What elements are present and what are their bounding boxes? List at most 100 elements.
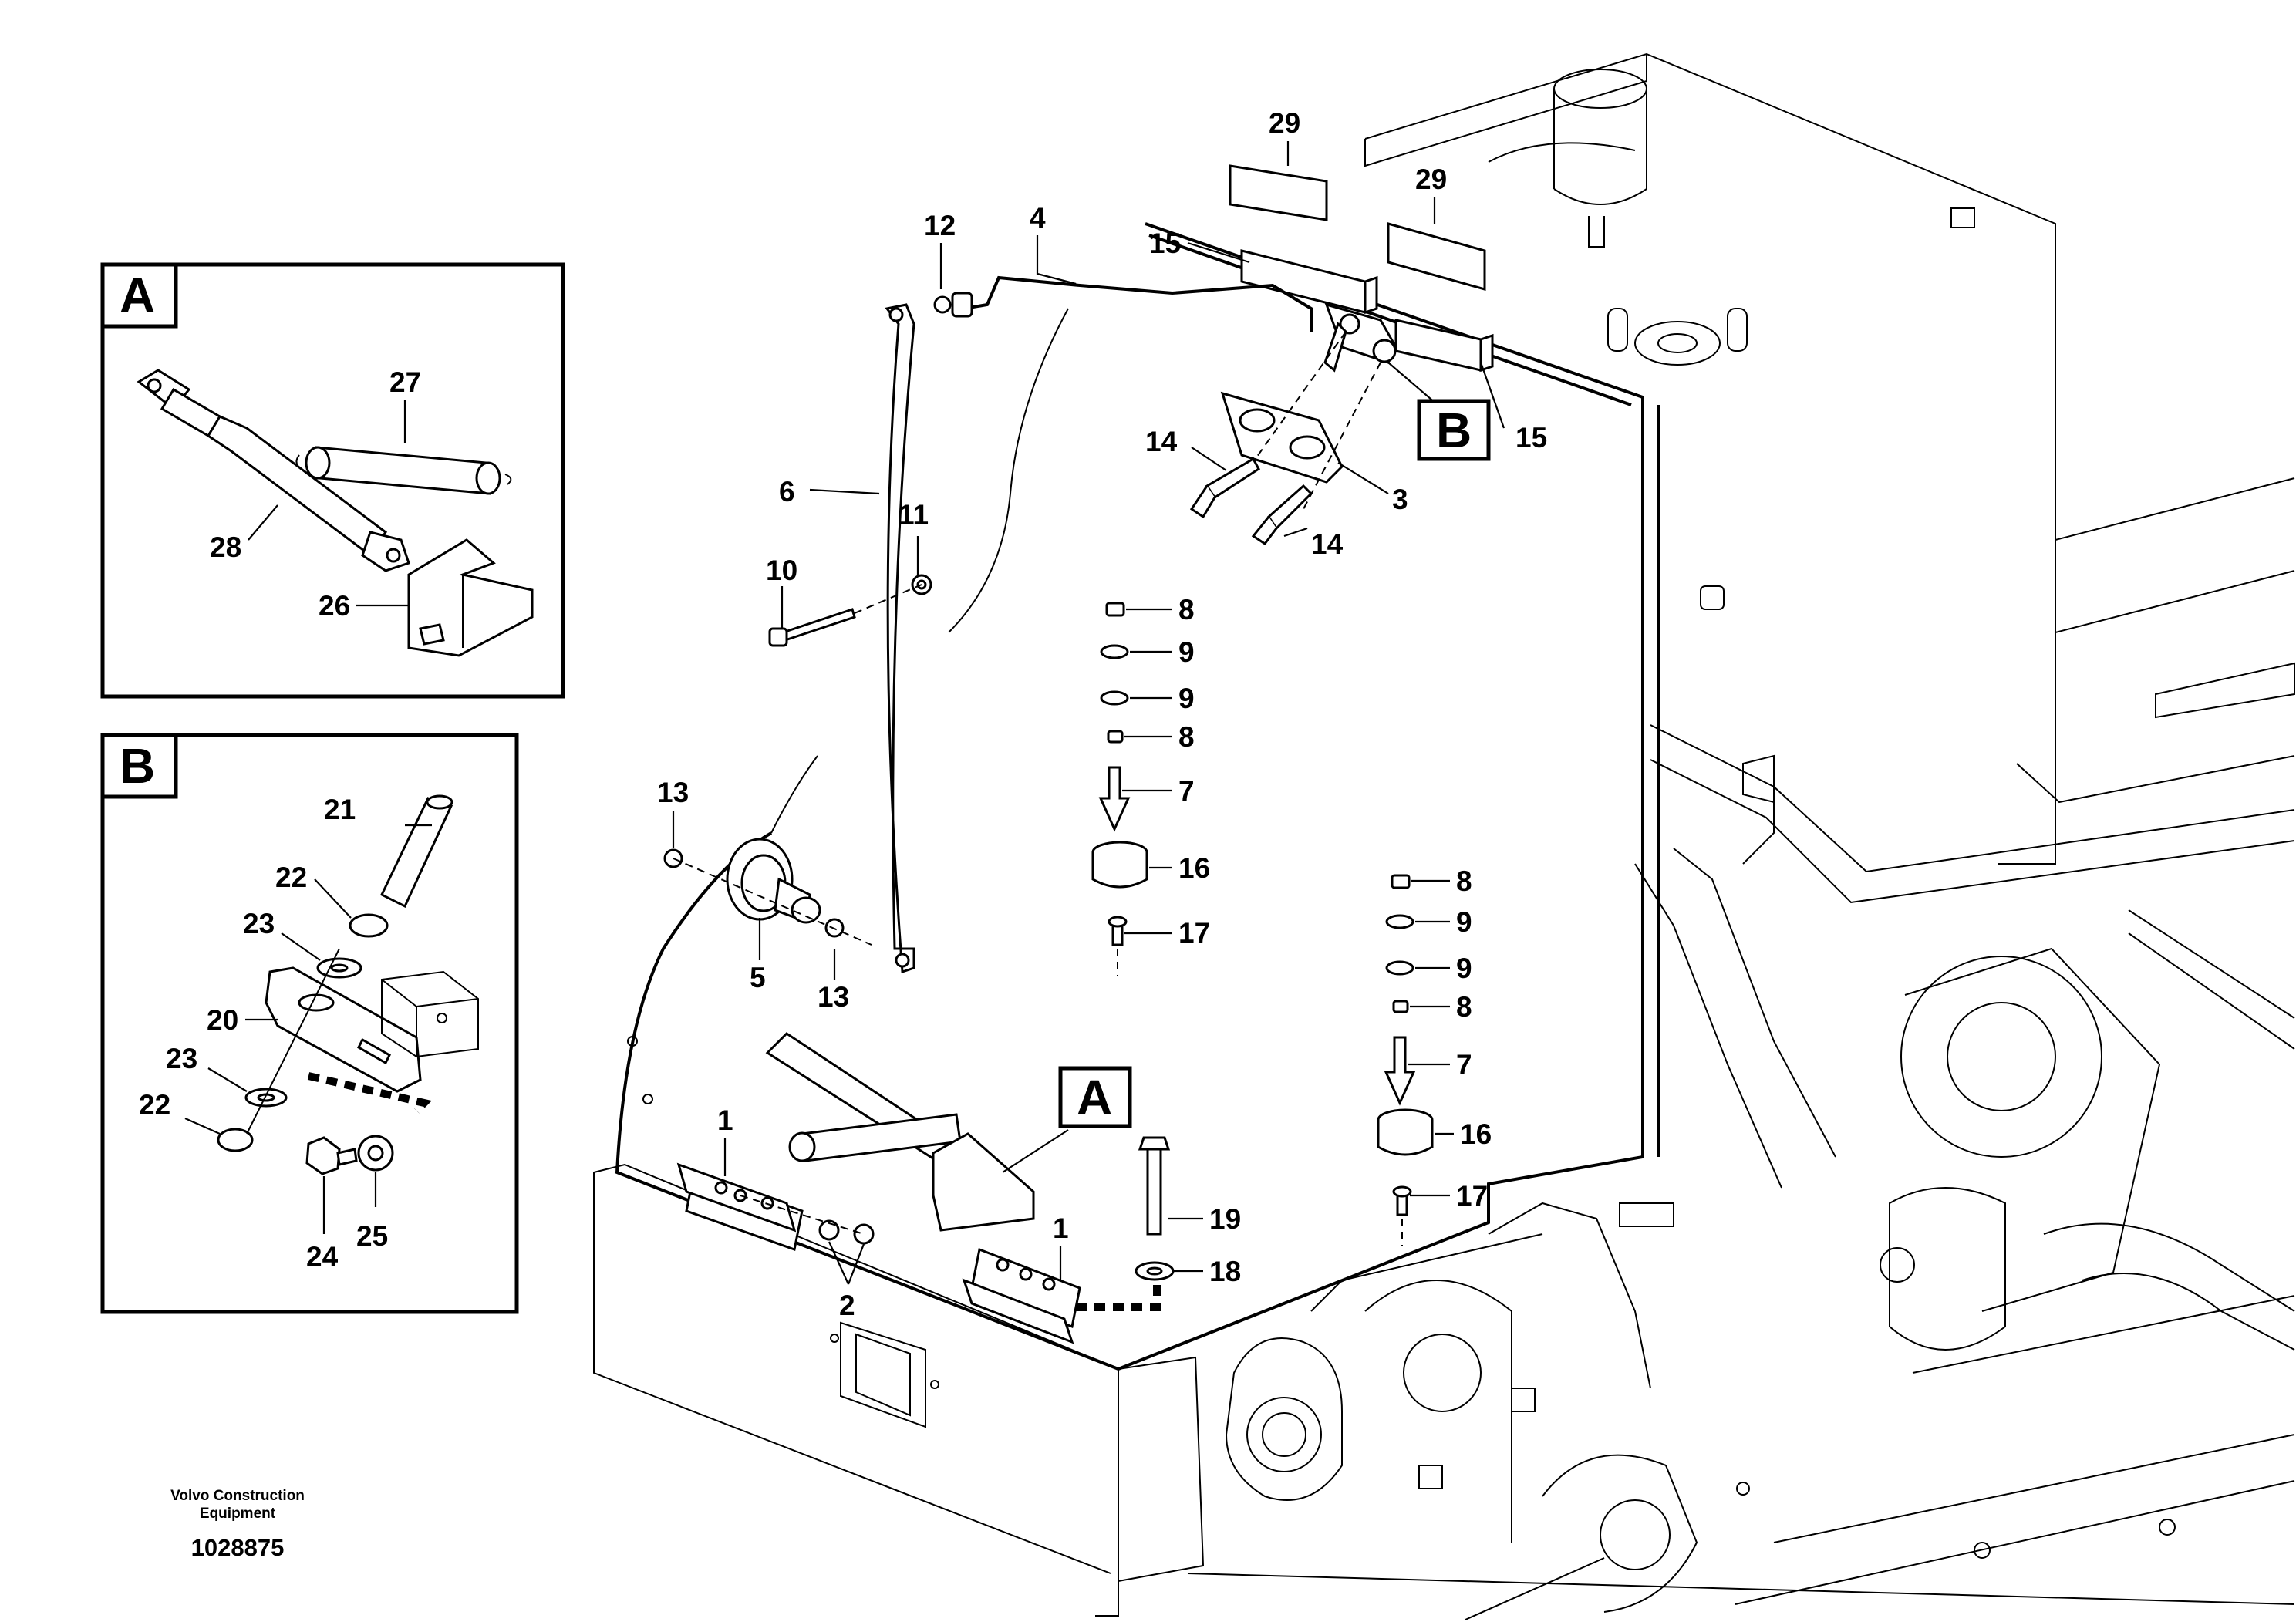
detail-a-letter: A bbox=[120, 268, 155, 323]
latch-axis-right bbox=[1303, 362, 1381, 510]
callout-1-upper: 1 bbox=[717, 1104, 733, 1136]
latch-plate-3 bbox=[1220, 391, 1344, 484]
callout-11: 11 bbox=[899, 499, 929, 531]
bolt-10 bbox=[768, 608, 856, 647]
washer-18 bbox=[1135, 1261, 1175, 1281]
latch-axis-left bbox=[1241, 331, 1347, 479]
callout-5: 5 bbox=[750, 962, 766, 993]
callout-2: 2 bbox=[839, 1290, 855, 1321]
callout-16-b: 16 bbox=[1460, 1118, 1492, 1150]
callout-29-left: 29 bbox=[1269, 107, 1300, 139]
gas-strut-28 bbox=[137, 369, 410, 572]
callout-21: 21 bbox=[324, 794, 356, 825]
foam-pad-29-right bbox=[1387, 222, 1486, 291]
hinge-axis bbox=[740, 1195, 865, 1235]
callout-9-d: 9 bbox=[1456, 953, 1472, 984]
callout-1-lower: 1 bbox=[1053, 1212, 1069, 1244]
bolt-24 bbox=[305, 1136, 358, 1175]
callout-17-b: 17 bbox=[1456, 1180, 1488, 1212]
pin-axis-b bbox=[246, 948, 340, 1135]
callout-4: 4 bbox=[1030, 202, 1046, 234]
washer-23-bottom bbox=[244, 1088, 288, 1108]
bolt-19 bbox=[1138, 1136, 1171, 1236]
callout-8-a: 8 bbox=[1178, 594, 1195, 626]
view-marker-b: B bbox=[1417, 399, 1491, 461]
bushing-22-bottom bbox=[217, 1128, 254, 1152]
callout-17-a: 17 bbox=[1178, 917, 1210, 949]
callout-23-top: 23 bbox=[243, 908, 275, 939]
callout-22-top: 22 bbox=[275, 862, 307, 893]
callout-26: 26 bbox=[319, 590, 350, 622]
footer-credit: Volvo Construction Equipment 1028875 bbox=[170, 1488, 305, 1561]
callout-25: 25 bbox=[356, 1220, 388, 1252]
plate-weld-hatch bbox=[307, 1072, 432, 1114]
callout-7-a: 7 bbox=[1178, 775, 1195, 807]
detail-view-a: A 27 28 26 bbox=[100, 262, 565, 699]
lower-side-panel bbox=[593, 1163, 1205, 1617]
callout-3: 3 bbox=[1392, 484, 1408, 515]
callout-13-right: 13 bbox=[818, 981, 849, 1013]
callout-12: 12 bbox=[924, 210, 956, 241]
detail-b-letter: B bbox=[120, 738, 155, 794]
rubber-strip-15-left bbox=[1240, 249, 1378, 315]
callout-22-bottom: 22 bbox=[139, 1089, 170, 1121]
callout-14-left: 14 bbox=[1145, 426, 1178, 457]
countersunk-screw-14-b bbox=[1251, 484, 1313, 546]
hinge-1-upper bbox=[676, 1162, 804, 1251]
callout-9-b: 9 bbox=[1178, 683, 1195, 714]
callout-20: 20 bbox=[207, 1004, 238, 1036]
gas-strut-27 bbox=[295, 446, 512, 495]
stay-bar-6 bbox=[885, 303, 915, 974]
rubber-strip-15-right bbox=[1394, 319, 1494, 373]
washer-25 bbox=[357, 1135, 394, 1172]
screws-2 bbox=[818, 1219, 875, 1245]
callout-14-right: 14 bbox=[1311, 528, 1344, 560]
callout-labels: 29 29 4 12 15 15 14 14 3 6 11 10 8 9 9 8… bbox=[657, 107, 1547, 1321]
callout-29-right: 29 bbox=[1415, 164, 1447, 195]
mount-stack-right bbox=[1377, 874, 1434, 1216]
detail-view-b: B bbox=[100, 733, 519, 1314]
view-marker-a: A bbox=[1058, 1066, 1132, 1128]
callout-15-left: 15 bbox=[1149, 228, 1181, 259]
credit-line-1: Volvo Construction bbox=[170, 1488, 305, 1504]
machine-frame-background bbox=[1187, 52, 2295, 1620]
pad-block bbox=[381, 970, 479, 1058]
callout-8-b: 8 bbox=[1178, 721, 1195, 753]
washer-23-top bbox=[316, 957, 362, 979]
callout-7-b: 7 bbox=[1456, 1049, 1472, 1081]
hinge-1-lower bbox=[962, 1247, 1081, 1344]
callout-23-bottom: 23 bbox=[166, 1043, 197, 1074]
callout-15-right: 15 bbox=[1515, 422, 1547, 454]
hood-latch-assembly bbox=[1323, 302, 1397, 373]
credit-line-2: Equipment bbox=[200, 1506, 276, 1522]
lock-cylinder-5 bbox=[726, 838, 821, 924]
document-number: 1028875 bbox=[191, 1534, 285, 1561]
foam-pad-29-left bbox=[1229, 164, 1328, 221]
callout-18: 18 bbox=[1209, 1256, 1241, 1287]
lock-axis bbox=[673, 858, 872, 946]
callout-27: 27 bbox=[389, 366, 421, 398]
callout-6: 6 bbox=[779, 476, 795, 508]
callout-8-d: 8 bbox=[1456, 991, 1472, 1023]
gas-strut-main bbox=[765, 1032, 1035, 1232]
plate-20 bbox=[265, 966, 422, 1093]
callout-13-left: 13 bbox=[657, 777, 689, 808]
mount-stack-left bbox=[1091, 602, 1148, 946]
clip-12 bbox=[933, 292, 973, 318]
engine-hood-cover bbox=[615, 222, 1660, 1371]
hinge-weld-hatch bbox=[1076, 1284, 1161, 1311]
svg-text:B: B bbox=[1436, 403, 1472, 458]
callout-19: 19 bbox=[1209, 1203, 1241, 1235]
callout-16-a: 16 bbox=[1178, 852, 1210, 884]
pin-21 bbox=[380, 794, 453, 909]
support-rod-4 bbox=[963, 275, 1313, 332]
leader-lines bbox=[672, 141, 1505, 1285]
bushing-22-top bbox=[349, 913, 389, 938]
callout-28: 28 bbox=[210, 531, 241, 563]
bracket-26 bbox=[407, 538, 534, 657]
svg-text:A: A bbox=[1077, 1070, 1112, 1125]
countersunk-screw-14-a bbox=[1189, 457, 1260, 519]
callout-8-c: 8 bbox=[1456, 865, 1472, 897]
callout-10: 10 bbox=[766, 555, 797, 586]
